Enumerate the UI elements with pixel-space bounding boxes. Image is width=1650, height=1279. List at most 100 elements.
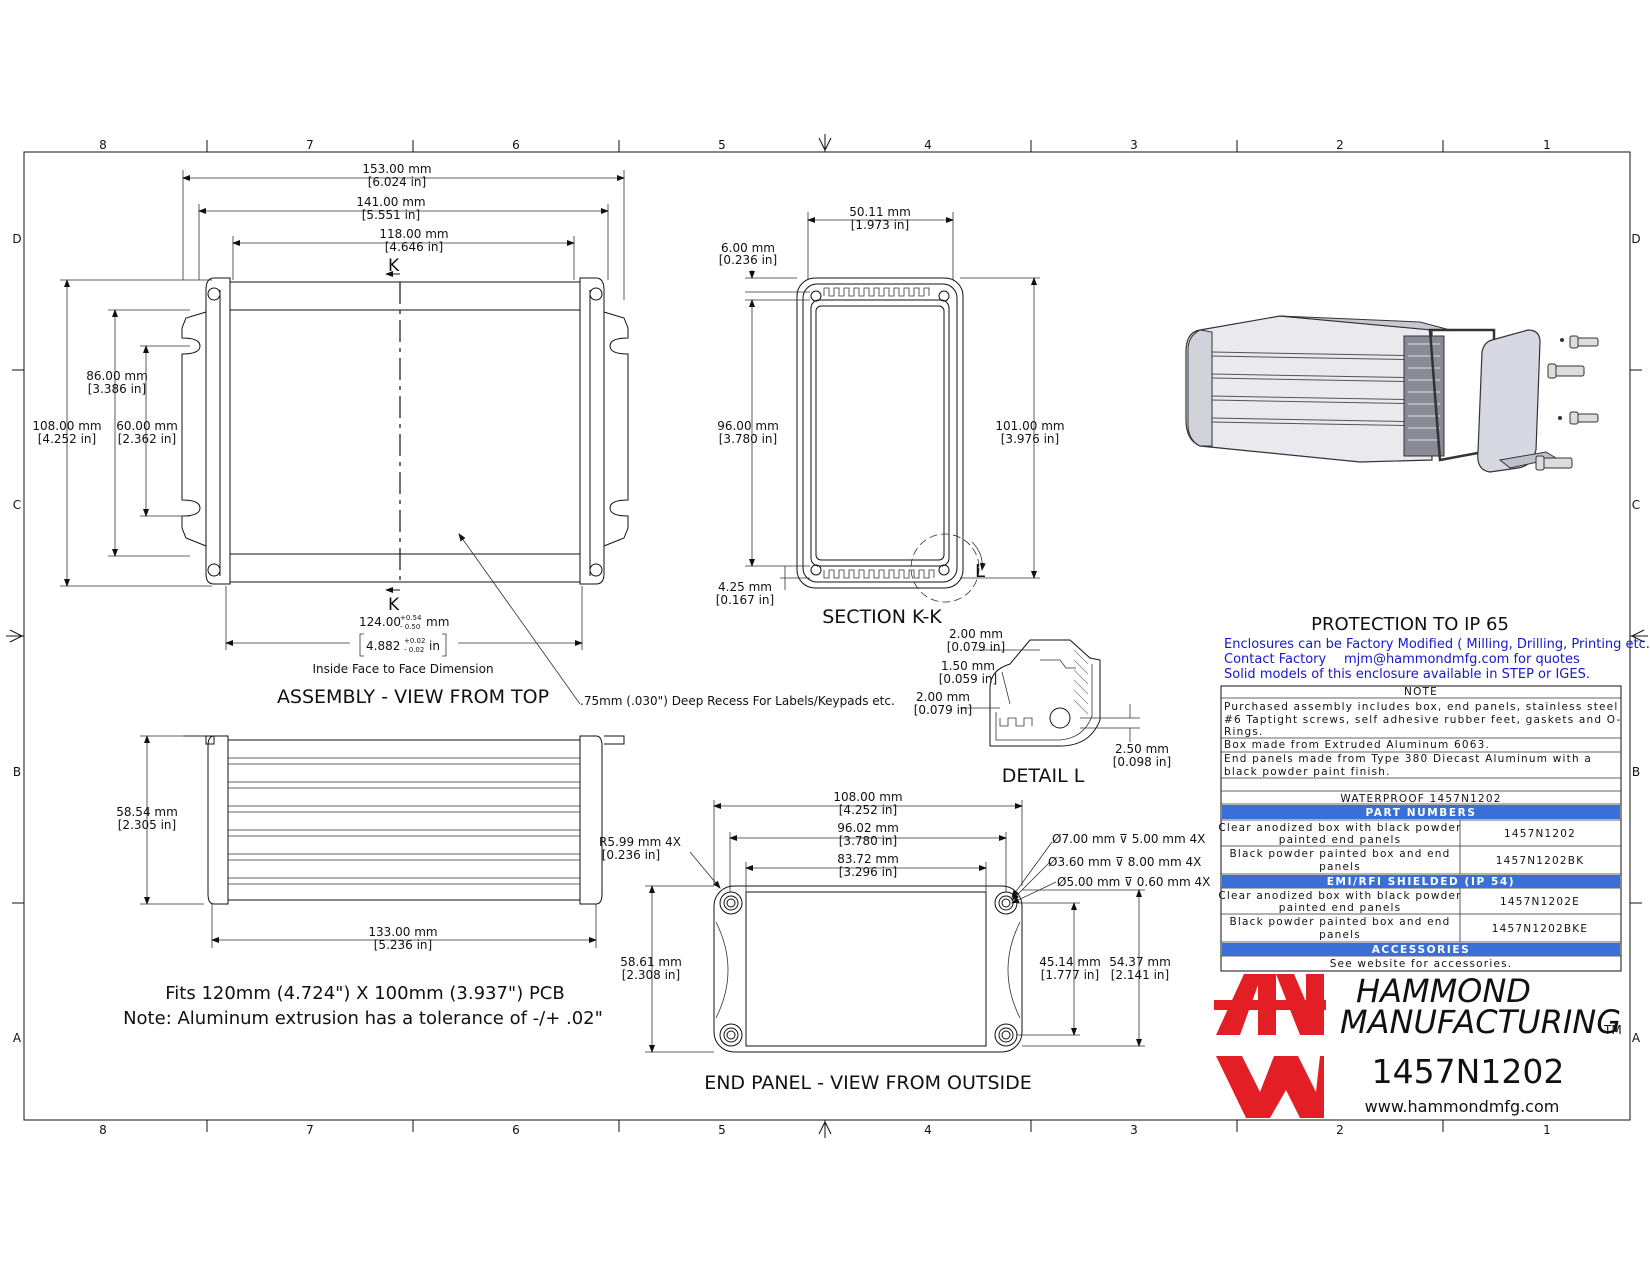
- col-label: 8: [99, 138, 107, 152]
- dim-detail-1: 2.00 mm: [949, 627, 1003, 641]
- note-3b: black powder paint finish.: [1224, 766, 1391, 778]
- contact-factory-label: Contact Factory: [1224, 652, 1327, 667]
- dim-width-mount-in: [3.386 in]: [88, 382, 146, 396]
- part-numbers-header-bg: [1222, 805, 1620, 819]
- col-label: 1: [1543, 1123, 1551, 1137]
- dim-side-length-in: [5.236 in]: [374, 938, 432, 952]
- row4-desc-a: Black powder painted box and end: [1229, 916, 1450, 928]
- side-view: 58.54 mm [2.305 in] 133.00 mm [5.236 in]: [116, 735, 625, 952]
- dim-overall-length-in: [6.024 in]: [368, 175, 426, 189]
- dim-inside-unit: mm: [426, 615, 449, 629]
- accessories-header: ACCESSORIES: [1372, 944, 1471, 956]
- dim-detail-4: 2.50 mm: [1115, 742, 1169, 756]
- detail-title: DETAIL L: [1002, 765, 1085, 787]
- dim-inside-in-tol-plus: +0.02: [404, 637, 425, 645]
- col-label: 3: [1130, 138, 1138, 152]
- dim-width-inner: 60.00 mm: [116, 419, 178, 433]
- dim-flange-length-in: [5.551 in]: [362, 208, 420, 222]
- dim-panel-width-in: [4.252 in]: [839, 803, 897, 817]
- dim-detail-3-in: [0.079 in]: [914, 703, 972, 717]
- dim-inside-tol-minus: - 0.50: [400, 623, 420, 631]
- note-2: Box made from Extruded Aluminum 6063.: [1224, 739, 1490, 751]
- dim-side-height-in: [2.305 in]: [118, 818, 176, 832]
- row-label: D: [12, 232, 21, 246]
- emi-header-bg: [1222, 875, 1620, 888]
- modification-note: Enclosures can be Factory Modified ( Mil…: [1224, 637, 1650, 652]
- dim-bottom-in: [0.167 in]: [716, 593, 774, 607]
- dim-inside-in: 4.882: [366, 639, 400, 653]
- section-view: L 50.11 mm [1.973 in] 6.00 mm [0.236 in]…: [716, 205, 1065, 628]
- col-label: 3: [1130, 1123, 1138, 1137]
- col-label: 7: [306, 138, 314, 152]
- end-panel-title: END PANEL - VIEW FROM OUTSIDE: [704, 1072, 1032, 1094]
- end-panel-view: 108.00 mm [4.252 in] 96.02 mm [3.780 in]…: [599, 790, 1210, 1094]
- dim-body-length: 118.00 mm: [379, 227, 448, 241]
- col-label: 7: [306, 1123, 314, 1137]
- brand-name-2: MANUFACTURING: [1340, 1003, 1621, 1041]
- row-label: C: [13, 498, 21, 512]
- row4-part: 1457N1202BKE: [1492, 923, 1588, 935]
- dim-panel-height-in: [2.308 in]: [622, 968, 680, 982]
- dim-detail-2: 1.50 mm: [941, 659, 995, 673]
- recess-note: .75mm (.030") Deep Recess For Labels/Key…: [580, 694, 895, 708]
- row-label: D: [1631, 232, 1640, 246]
- dim-outer-height-in: [3.976 in]: [1001, 432, 1059, 446]
- drawing-part-number: 1457N1202: [1372, 1052, 1565, 1091]
- dim-panel-width: 108.00 mm: [833, 790, 902, 804]
- hole-callout-2: Ø3.60 mm ⊽ 8.00 mm 4X: [1048, 855, 1201, 869]
- hole-callout-1: Ø7.00 mm ⊽ 5.00 mm 4X: [1052, 832, 1205, 846]
- col-label: 2: [1336, 1123, 1344, 1137]
- col-label: 2: [1336, 138, 1344, 152]
- inside-note: Inside Face to Face Dimension: [312, 662, 493, 676]
- detail-mark: L: [975, 561, 985, 582]
- dim-outer-height: 101.00 mm: [995, 419, 1064, 433]
- dim-inside: 124.00: [359, 615, 401, 629]
- website-url: www.hammondmfg.com: [1365, 1097, 1560, 1116]
- dim-width-outer-in: [4.252 in]: [38, 432, 96, 446]
- accessories-header-bg: [1222, 943, 1620, 956]
- row-label: A: [1632, 1031, 1641, 1045]
- sheet-border: 8 7 6 5 4 3 2 1 8 7 6 5 4 3 2 1 D C B A …: [6, 134, 1648, 1138]
- dim-recess-width-in: [3.296 in]: [839, 865, 897, 879]
- col-label: 8: [99, 1123, 107, 1137]
- protection-rating: PROTECTION TO IP 65: [1311, 614, 1509, 635]
- row-label: B: [13, 765, 21, 779]
- col-label: 6: [512, 138, 520, 152]
- row1-part: 1457N1202: [1504, 828, 1576, 840]
- brand-name-1: HAMMOND: [1356, 972, 1531, 1010]
- detail-view: 2.00 mm [0.079 in] 1.50 mm [0.059 in] 2.…: [914, 627, 1171, 787]
- note-1c: Rings.: [1224, 726, 1264, 738]
- dim-hole-spacing: 45.14 mm: [1039, 955, 1101, 969]
- waterproof-label: WATERPROOF 1457N1202: [1340, 793, 1501, 805]
- dim-inside-in-tol-minus: - 0.02: [404, 646, 424, 654]
- row2-desc-b: panels: [1319, 861, 1361, 873]
- row1-desc-a: Clear anodized box with black powder: [1218, 822, 1461, 834]
- dim-wall-in: [0.236 in]: [719, 253, 777, 267]
- dim-inner-height: 96.00 mm: [717, 419, 779, 433]
- dim-width-inner-in: [2.362 in]: [118, 432, 176, 446]
- col-label: 1: [1543, 138, 1551, 152]
- dim-detail-2-in: [0.059 in]: [939, 672, 997, 686]
- dim-panel-inner-width-in: [3.780 in]: [839, 834, 897, 848]
- dim-overall-length: 153.00 mm: [362, 162, 431, 176]
- emi-header: EMI/RFI SHIELDED (IP 54): [1327, 876, 1515, 888]
- row-label: A: [13, 1031, 22, 1045]
- dim-side-height: 58.54 mm: [116, 805, 178, 819]
- dim-section-width: 50.11 mm: [849, 205, 911, 219]
- dim-inside-tol-plus: +0.54: [400, 614, 422, 622]
- dim-wall: 6.00 mm: [721, 241, 775, 255]
- row3-part: 1457N1202E: [1500, 896, 1580, 908]
- top-view: K K 153.00 mm [6.024 in] 141.00 mm [5.55…: [32, 162, 894, 708]
- dim-panel-inner-height-in: [2.141 in]: [1111, 968, 1169, 982]
- dim-width-outer: 108.00 mm: [32, 419, 101, 433]
- col-label: 4: [924, 1123, 932, 1137]
- dim-panel-height: 58.61 mm: [620, 955, 682, 969]
- part-table: NOTE Purchased assembly includes box, en…: [1218, 685, 1622, 972]
- dim-width-mount: 86.00 mm: [86, 369, 148, 383]
- dim-inside-in-unit: in: [429, 639, 440, 653]
- hole-callout-3: Ø5.00 mm ⊽ 0.60 mm 4X: [1057, 875, 1210, 889]
- section-mark-bottom: K: [388, 595, 400, 615]
- dim-body-length-in: [4.646 in]: [385, 240, 443, 254]
- row-label: B: [1632, 765, 1640, 779]
